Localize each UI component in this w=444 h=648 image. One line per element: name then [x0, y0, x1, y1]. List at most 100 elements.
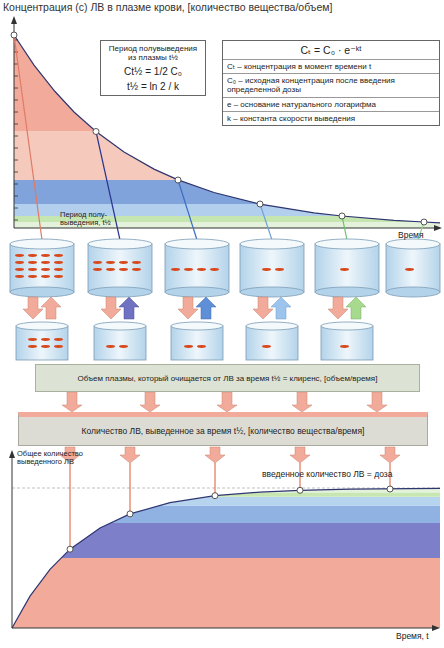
box-text: e – основание натурального логарифма [223, 97, 439, 111]
box-heading: Объем плазмы, который очищается от ЛВ за… [78, 374, 378, 383]
cylinder-body [16, 326, 68, 360]
axis-arrow [432, 625, 440, 631]
cylinder-body [246, 326, 298, 360]
drug-molecules [260, 266, 286, 273]
band [12, 497, 442, 506]
curve-point [127, 511, 133, 517]
cylinder-top [171, 322, 223, 330]
curve-point [339, 213, 345, 219]
y-axis [12, 452, 13, 628]
cylinder-top [246, 322, 298, 330]
flow-arrow [367, 392, 387, 412]
cumulative-area [12, 486, 442, 628]
axis-label: Период полу-выведения, t½ [60, 211, 138, 228]
up-arrow [119, 297, 139, 319]
leader-line [260, 204, 272, 240]
eliminated-amount-band: Количество ЛВ, выведенное за время t½, [… [18, 412, 428, 446]
cylinder-body [171, 326, 223, 360]
axis-label: Общее количество выведенного ЛВ [17, 450, 89, 467]
band [14, 180, 444, 204]
leader-line [70, 463, 71, 549]
drug-molecules [338, 266, 351, 273]
flow-arrow [62, 392, 82, 412]
drug-molecules [104, 343, 130, 350]
box-text: C₀ – исходная концентрация после введени… [223, 73, 439, 96]
box-text: k – константа скорости выведения [223, 111, 439, 125]
box-heading: Cₜ = C₀ · e⁻ᵏᵗ [223, 41, 439, 59]
up-arrow [346, 297, 366, 319]
cylinder-body [165, 244, 229, 292]
y-axis [14, 18, 15, 228]
up-arrow [41, 297, 61, 319]
cylinder-body [10, 244, 74, 292]
down-arrow [120, 447, 140, 463]
curve-point [67, 546, 73, 552]
box-text: t½ = ln 2 / k [105, 81, 201, 92]
x-axis [12, 628, 436, 629]
cylinder-body [240, 244, 304, 292]
curve-point [387, 486, 393, 492]
band [14, 131, 444, 180]
curve-point [93, 129, 99, 135]
formula-box: Cₜ = C₀ · e⁻ᵏᵗCₜ – концентрация в момент… [222, 40, 440, 126]
drug-molecules [13, 252, 65, 280]
box-heading: Количество ЛВ, выведенное за время t½, [… [82, 426, 365, 436]
cylinder-body [386, 244, 440, 292]
cylinder-body [88, 244, 152, 292]
cylinder-top [165, 239, 229, 249]
formula-box: Период полувыведения из плазмы t½ Ct½ = 1… [100, 40, 206, 96]
band [12, 558, 442, 628]
leader-line [178, 180, 197, 240]
cylinder-top [88, 239, 152, 249]
curve-point [297, 487, 303, 493]
down-arrow [101, 297, 121, 319]
leader-line [130, 463, 131, 514]
band [12, 506, 442, 524]
cylinder-bottom [10, 287, 74, 297]
axis-label: Время [398, 231, 424, 241]
drug-molecules [182, 343, 208, 350]
axis-arrow [434, 225, 442, 231]
curve-point [257, 201, 263, 207]
down-arrow [290, 447, 310, 463]
box-text: Ct½ = 1/2 C₀ [105, 66, 201, 77]
drug-molecules [403, 266, 416, 273]
curve-point [11, 32, 17, 38]
band [12, 523, 442, 558]
box-heading: Период полувыведения из плазмы t½ [105, 44, 201, 62]
flow-arrow [217, 392, 237, 412]
down-arrow [205, 447, 225, 463]
clearance-band: Объем плазмы, который очищается от ЛВ за… [35, 364, 420, 392]
down-arrow [178, 297, 198, 319]
axis-label: Время, t [396, 632, 429, 642]
drug-molecules [260, 343, 273, 350]
curve-point [421, 219, 427, 225]
flow-arrow [292, 392, 312, 412]
cylinder-top [315, 239, 379, 249]
leader-line [14, 35, 42, 240]
leader-line [342, 216, 347, 240]
drug-molecules [91, 259, 143, 273]
drug-molecules [26, 336, 65, 350]
drug-molecules [169, 266, 221, 273]
drug-molecules [338, 343, 351, 350]
axis-arrow [9, 450, 15, 458]
cylinder-top [240, 239, 304, 249]
cylinder-body [94, 326, 146, 360]
cumulative-curve [12, 488, 440, 628]
cylinder-body [321, 326, 373, 360]
cylinder-top [386, 239, 440, 249]
axis-ticks [14, 40, 18, 220]
up-arrow [196, 297, 216, 319]
cylinder-top [94, 322, 146, 330]
decay-curve [14, 35, 440, 223]
concentration-area [14, 35, 444, 228]
cylinder-body [315, 244, 379, 292]
cylinder-top [10, 239, 74, 249]
down-arrow [328, 297, 348, 319]
box-text: Cₜ – концентрация в момент времени t [223, 59, 439, 73]
x-axis [14, 228, 438, 229]
cylinder-bottom [165, 287, 229, 297]
curve-point [212, 493, 218, 499]
cylinder-bottom [315, 287, 379, 297]
